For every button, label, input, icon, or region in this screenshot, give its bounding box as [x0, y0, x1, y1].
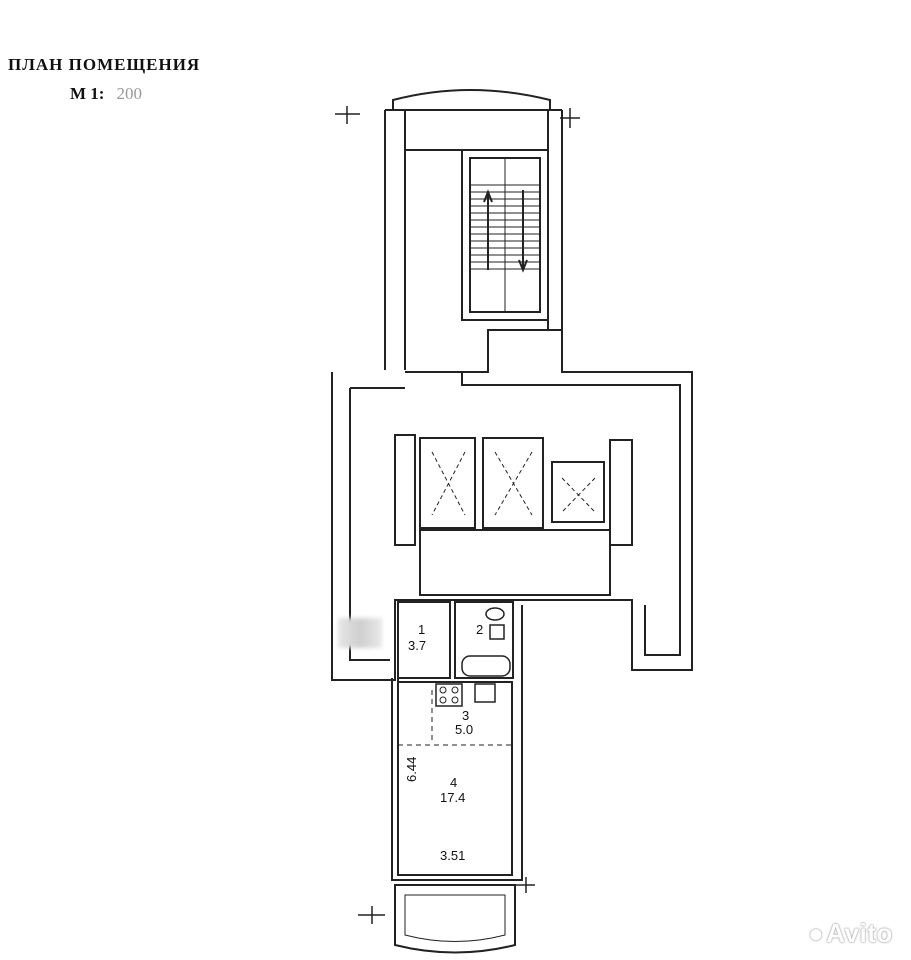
- sink: [474, 683, 496, 703]
- elevator-shaft-2: [482, 437, 544, 529]
- room-4-number: 4: [450, 775, 458, 790]
- dimension-length: 6.44: [404, 756, 419, 782]
- corridor-walls: [331, 329, 693, 681]
- plan-title: ПЛАН ПОМЕЩЕНИЯ: [8, 55, 201, 74]
- room-2-walls: [454, 601, 514, 679]
- plan-scale: М 1: 200: [70, 84, 142, 104]
- bottom-balcony: [394, 884, 516, 954]
- room-1-walls: [397, 601, 451, 679]
- redacted-area: [338, 618, 382, 648]
- scale-prefix: М 1:: [70, 84, 105, 103]
- room-4-area: 17.4: [440, 790, 466, 805]
- elevator-shaft-1: [419, 437, 476, 529]
- dimension-width: 3.51: [440, 848, 466, 863]
- scale-value: 200: [116, 84, 142, 103]
- stove: [435, 683, 463, 707]
- room-3-area: 5.0: [455, 722, 474, 737]
- elevator-shaft-3: [551, 461, 605, 523]
- room-1-number: 1: [418, 622, 426, 637]
- avito-watermark: ●Avito: [808, 918, 893, 949]
- watermark-text: Avito: [826, 918, 893, 948]
- bathtub: [461, 655, 511, 677]
- room-3-number: 3: [462, 708, 470, 723]
- top-balcony: [392, 89, 551, 111]
- room-2-number: 2: [476, 622, 484, 637]
- stairwell: [461, 149, 549, 321]
- apartment-walls: [391, 605, 523, 881]
- elevator-hall: [419, 529, 611, 596]
- room-1-area: 3.7: [408, 638, 427, 653]
- avito-logo-icon: ●: [808, 918, 825, 948]
- toilet: [489, 624, 505, 640]
